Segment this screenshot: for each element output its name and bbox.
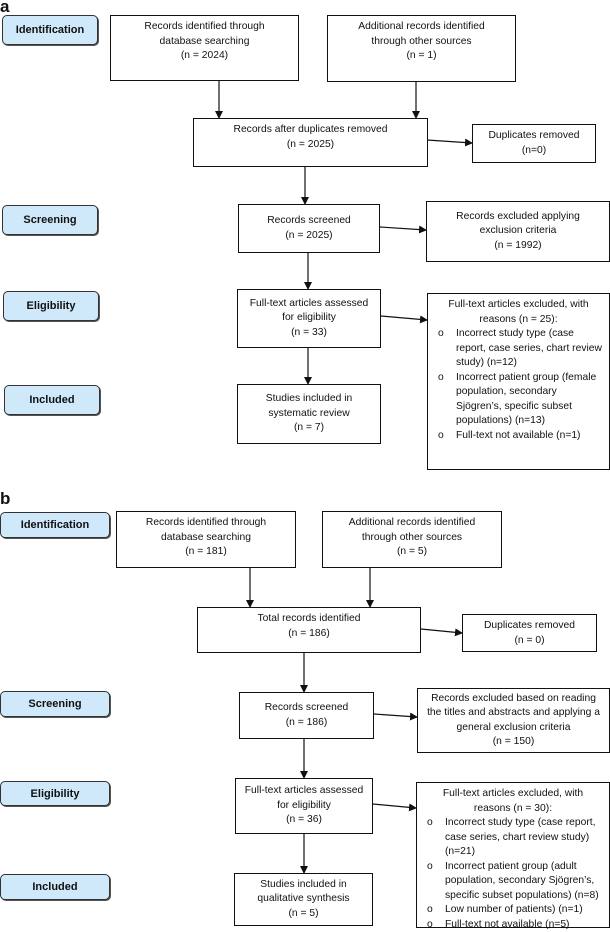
flow-arrow: [380, 227, 426, 230]
flow-arrow: [373, 804, 416, 808]
flow-arrow: [427, 140, 472, 143]
flow-arrow: [374, 714, 417, 717]
flow-arrow: [421, 629, 462, 633]
flow-arrow: [381, 316, 427, 320]
